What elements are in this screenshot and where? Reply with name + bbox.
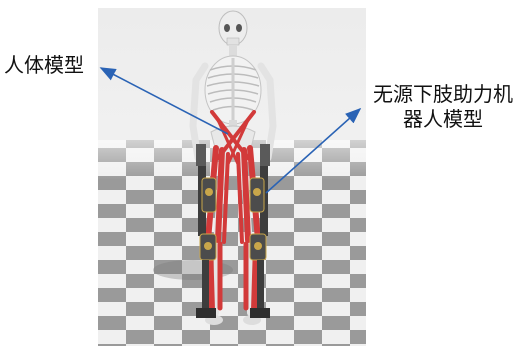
- exoskeleton-label-line2: 器人模型: [368, 107, 518, 132]
- exoskeleton-label-line1: 无源下肢助力机: [368, 82, 518, 107]
- human-model-label: 人体模型: [4, 53, 84, 78]
- exo-model-arrow: [266, 109, 360, 193]
- human-model-arrow: [101, 68, 228, 134]
- exoskeleton-model-label: 无源下肢助力机 器人模型: [368, 82, 518, 132]
